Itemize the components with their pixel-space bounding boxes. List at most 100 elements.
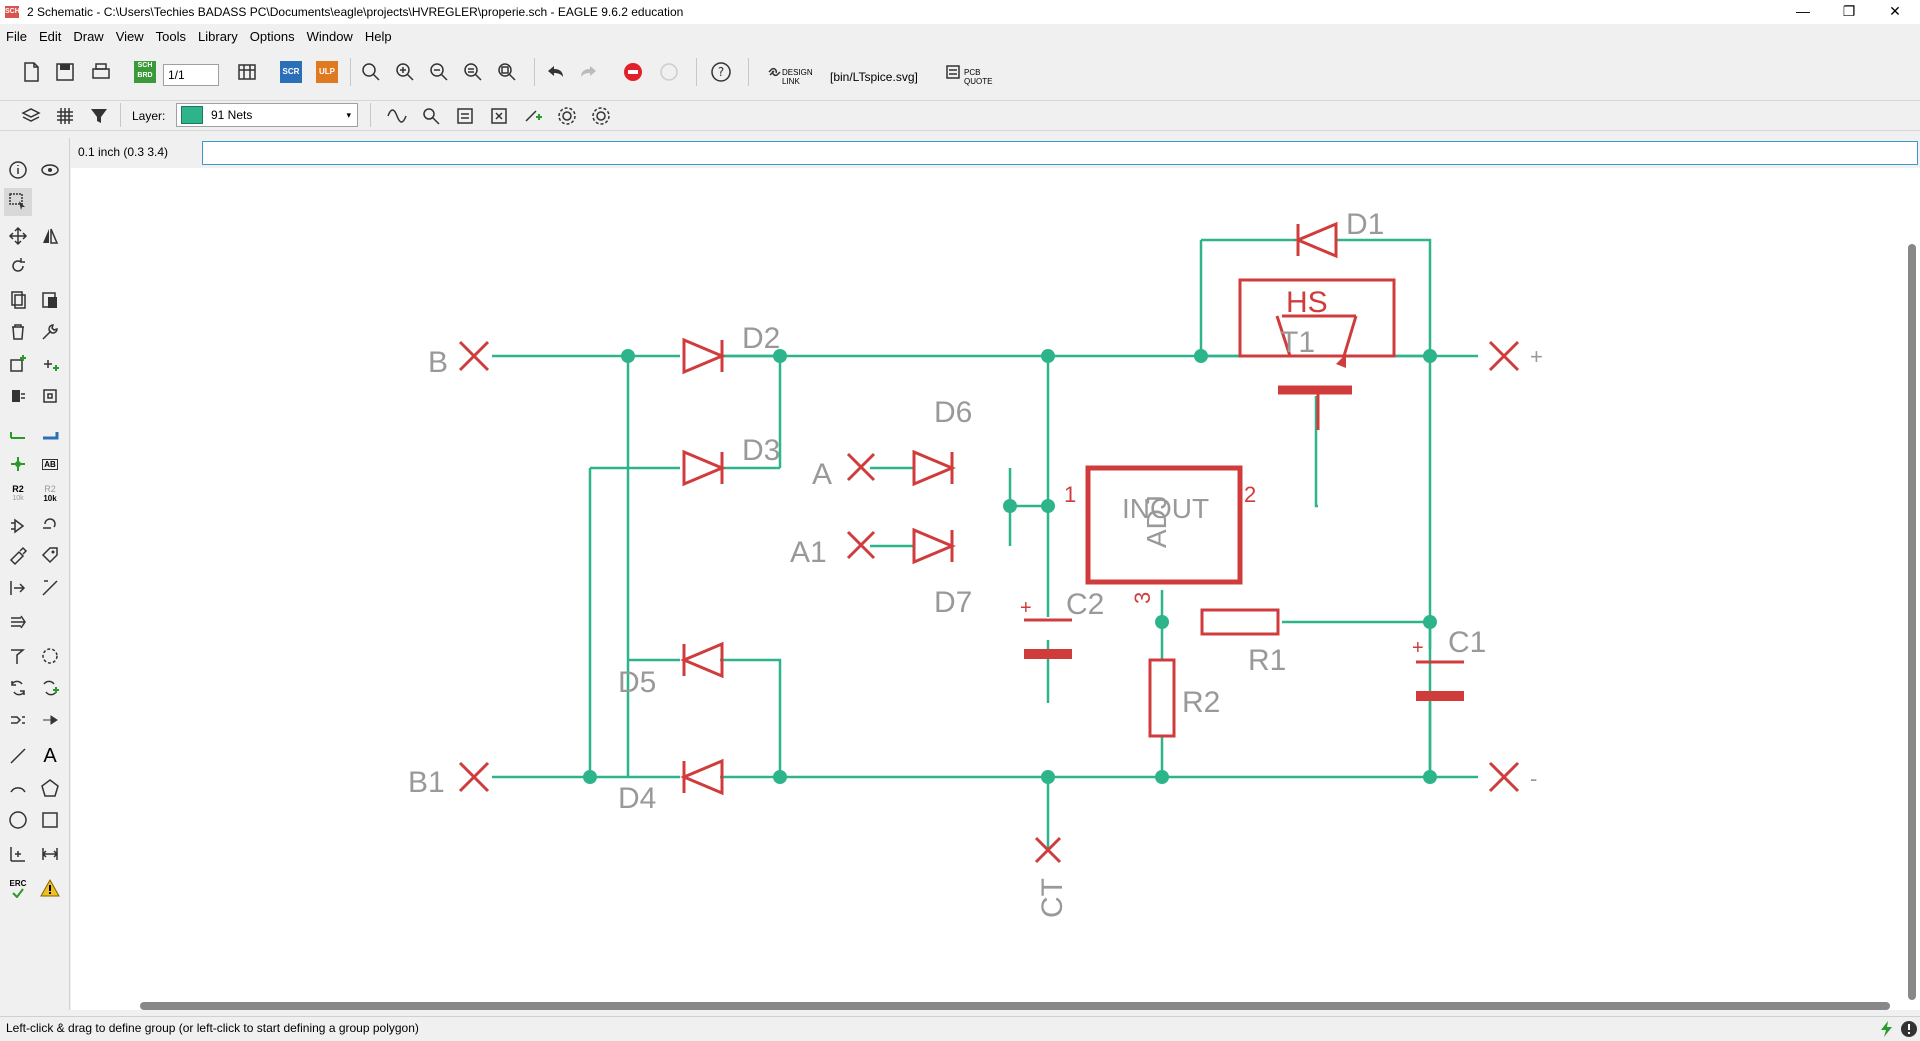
- scr-button[interactable]: SCR: [278, 59, 304, 85]
- menu-view[interactable]: View: [115, 28, 144, 44]
- copy-icon[interactable]: [4, 286, 32, 314]
- change-icon[interactable]: [4, 674, 32, 702]
- erc-icon[interactable]: ERC: [4, 874, 32, 902]
- menu-help[interactable]: Help: [364, 28, 392, 44]
- zoom-in-icon[interactable]: [392, 59, 418, 85]
- command-input[interactable]: [202, 141, 1918, 165]
- alert-icon[interactable]: [1900, 1020, 1918, 1041]
- close-button[interactable]: ✕: [1889, 3, 1901, 19]
- rotate-gate-icon[interactable]: [36, 512, 64, 540]
- warning-icon[interactable]: [36, 874, 64, 902]
- menu-edit[interactable]: Edit: [38, 28, 62, 44]
- main-toolbar: SCH BRD 1/1 SCR ULP ? DESIGN LINK [bin/L…: [0, 50, 1920, 101]
- layers-icon[interactable]: [18, 103, 44, 129]
- zoom-fit-icon[interactable]: [358, 59, 384, 85]
- mirror-icon[interactable]: [36, 222, 64, 250]
- info-icon[interactable]: [4, 156, 32, 184]
- pin-swap-icon[interactable]: [4, 574, 32, 602]
- move-icon[interactable]: [4, 222, 32, 250]
- red-labels: HS 1 2 3 + +: [1020, 286, 1424, 659]
- menu-options[interactable]: Options: [249, 28, 295, 44]
- wire-icon[interactable]: [4, 420, 32, 448]
- label-icon[interactable]: AB: [42, 458, 58, 470]
- simulate-icon[interactable]: [384, 103, 410, 129]
- undo-icon[interactable]: [542, 59, 568, 85]
- text-tool[interactable]: A: [43, 744, 57, 767]
- add-pin-icon[interactable]: [36, 350, 64, 378]
- optimize-icon[interactable]: [4, 608, 32, 636]
- split-icon[interactable]: [36, 574, 64, 602]
- bus-icon[interactable]: [36, 420, 64, 448]
- horizontal-scrollbar[interactable]: [140, 1002, 1890, 1010]
- circle-icon[interactable]: [4, 806, 32, 834]
- parts: [458, 221, 1520, 864]
- ulp-path-label[interactable]: [bin/LTspice.svg]: [830, 70, 918, 84]
- part-icon[interactable]: [452, 103, 478, 129]
- stop-icon[interactable]: [620, 59, 646, 85]
- sch-brd-switch-icon[interactable]: SCH BRD: [132, 59, 158, 85]
- vertical-scrollbar[interactable]: [1908, 244, 1916, 1000]
- menu-tools[interactable]: Tools: [155, 28, 187, 44]
- ripup-icon[interactable]: [36, 642, 64, 670]
- miter-icon[interactable]: [4, 642, 32, 670]
- restore-button[interactable]: ❐: [1842, 3, 1856, 19]
- add-net-icon[interactable]: [520, 103, 546, 129]
- design-link-icon[interactable]: [762, 59, 788, 85]
- paste-icon[interactable]: [36, 286, 64, 314]
- schematic-canvas[interactable]: B B1 A A1 D1 D2 D3 D4 D5 D6 D7 C2 C1 R1 …: [71, 168, 1920, 1010]
- page-selector[interactable]: 1/1: [163, 64, 219, 86]
- menu-window[interactable]: Window: [306, 28, 353, 44]
- ulp-button[interactable]: ULP: [314, 59, 340, 85]
- probe-icon[interactable]: [418, 103, 444, 129]
- settings-icon[interactable]: [554, 103, 580, 129]
- layer-dropdown[interactable]: 91 Nets ▾: [176, 103, 358, 127]
- new-file-icon[interactable]: [18, 59, 44, 85]
- attribute-icon[interactable]: [36, 542, 64, 570]
- gate-icon[interactable]: [4, 512, 32, 540]
- align-icon[interactable]: [4, 706, 32, 734]
- zoom-redraw-icon[interactable]: [460, 59, 486, 85]
- arc-icon[interactable]: [4, 774, 32, 802]
- add-part-icon[interactable]: [4, 350, 32, 378]
- help-icon[interactable]: ?: [708, 59, 734, 85]
- show-icon[interactable]: [36, 156, 64, 184]
- junction-icon[interactable]: [4, 450, 32, 478]
- minimize-button[interactable]: —: [1796, 3, 1810, 19]
- part-alt-icon[interactable]: [486, 103, 512, 129]
- regulator-adj-text: ADJ: [1141, 495, 1172, 548]
- arrow-right-icon[interactable]: [36, 706, 64, 734]
- design-link-label[interactable]: DESIGN LINK: [782, 68, 813, 86]
- settings-alt-icon[interactable]: [588, 103, 614, 129]
- mark-icon[interactable]: [4, 840, 32, 868]
- pcb-quote-icon[interactable]: [940, 59, 966, 85]
- polygon-icon[interactable]: [36, 774, 64, 802]
- zoom-select-icon[interactable]: [494, 59, 520, 85]
- delete-icon[interactable]: [4, 318, 32, 346]
- gate-swap-icon[interactable]: [36, 382, 64, 410]
- wrench-icon[interactable]: [36, 318, 64, 346]
- cycle-icon[interactable]: [36, 674, 64, 702]
- menu-library[interactable]: Library: [198, 28, 238, 44]
- label-D2: D2: [742, 322, 780, 355]
- menu-draw[interactable]: Draw: [73, 28, 104, 44]
- replace-icon[interactable]: [4, 382, 32, 410]
- group-select-icon[interactable]: [4, 188, 32, 216]
- cam-icon[interactable]: [234, 59, 260, 85]
- grid-icon[interactable]: [52, 103, 78, 129]
- zoom-out-icon[interactable]: [426, 59, 452, 85]
- menu-file[interactable]: File: [6, 28, 27, 44]
- line-icon[interactable]: [4, 742, 32, 770]
- schematic-drawing[interactable]: B B1 A A1 D1 D2 D3 D4 D5 D6 D7 C2 C1 R1 …: [71, 168, 1920, 1010]
- dimension-icon[interactable]: [36, 840, 64, 868]
- save-icon[interactable]: [52, 59, 78, 85]
- rectangle-icon[interactable]: [36, 806, 64, 834]
- filter-icon[interactable]: [86, 103, 112, 129]
- rotate-icon[interactable]: [4, 252, 32, 280]
- label-A: A: [812, 458, 832, 491]
- pcb-quote-label[interactable]: PCB QUOTE: [964, 68, 993, 86]
- smash-icon[interactable]: [4, 542, 32, 570]
- print-icon[interactable]: [88, 59, 114, 85]
- c1-plus: +: [1412, 637, 1424, 659]
